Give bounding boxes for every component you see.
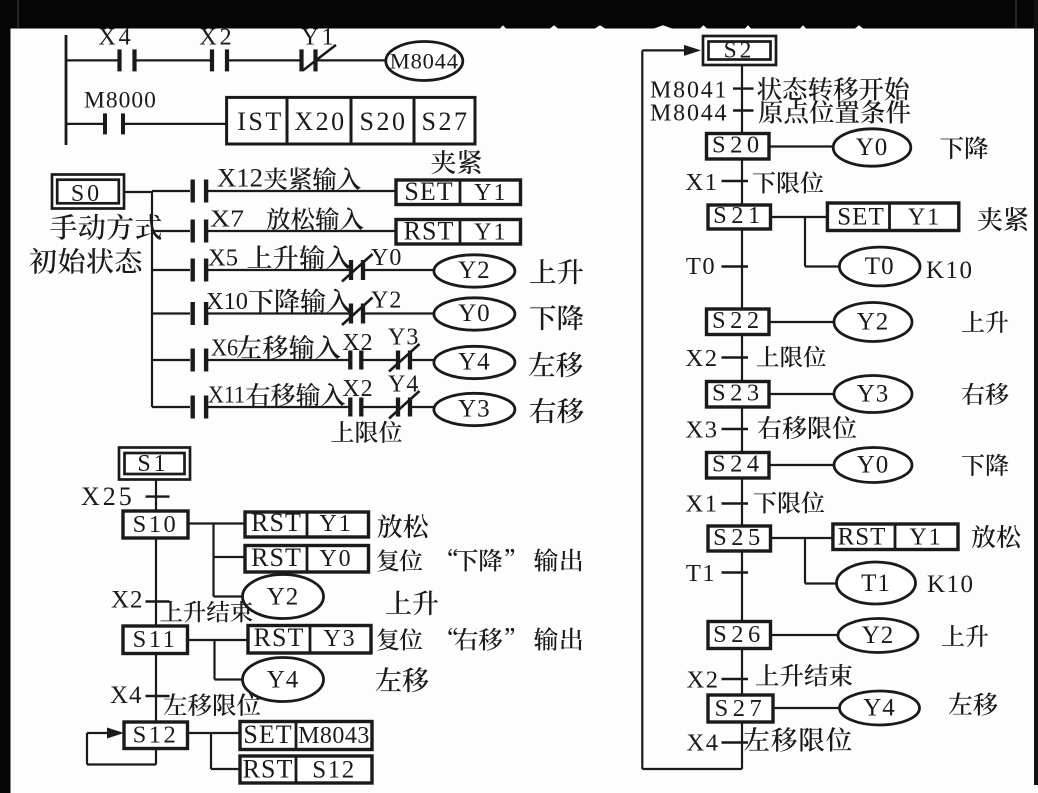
svg-text:S10: S10 (133, 511, 179, 538)
svg-text:X7: X7 (210, 207, 244, 233)
svg-text:K10: K10 (926, 257, 974, 284)
svg-text:X2: X2 (111, 587, 144, 614)
svg-text:S27: S27 (715, 695, 767, 722)
svg-text:Y4: Y4 (863, 695, 896, 722)
svg-text:Y2: Y2 (267, 584, 300, 611)
svg-text:S22: S22 (712, 307, 764, 334)
svg-text:X2: X2 (687, 667, 720, 694)
svg-text:Y1: Y1 (908, 205, 941, 231)
svg-text:S24: S24 (712, 451, 764, 478)
svg-text:Y2: Y2 (862, 622, 895, 649)
svg-text:Y4: Y4 (458, 349, 491, 376)
svg-text:X2: X2 (199, 25, 234, 51)
svg-text:Y4: Y4 (388, 372, 419, 398)
svg-text:X1: X1 (686, 491, 719, 518)
svg-text:Y2: Y2 (458, 257, 491, 284)
svg-text:X2: X2 (686, 345, 719, 372)
svg-text:T0: T0 (865, 253, 895, 280)
svg-text:X10: X10 (206, 288, 248, 315)
svg-text:X1: X1 (686, 169, 719, 196)
svg-text:RST: RST (251, 543, 302, 572)
svg-text:S12: S12 (312, 757, 355, 784)
svg-text:X4: X4 (687, 730, 720, 757)
svg-text:Y2: Y2 (857, 309, 890, 336)
svg-text:Y3: Y3 (388, 325, 419, 351)
svg-text:T1: T1 (686, 560, 716, 587)
svg-text:T0: T0 (686, 253, 716, 280)
svg-text:X12: X12 (217, 164, 263, 193)
svg-text:Y1: Y1 (474, 220, 507, 246)
svg-text:S26: S26 (713, 621, 765, 648)
svg-text:X6: X6 (211, 336, 238, 362)
svg-text:X2: X2 (342, 330, 373, 356)
svg-text:Y3: Y3 (458, 396, 491, 423)
svg-text:Y3: Y3 (857, 381, 890, 408)
svg-text:S12: S12 (133, 722, 179, 749)
svg-text:Y1: Y1 (301, 25, 336, 51)
svg-text:Y1: Y1 (909, 525, 942, 551)
svg-text:Y3: Y3 (323, 626, 356, 652)
svg-text:Y1: Y1 (474, 180, 507, 206)
svg-text:RST: RST (404, 217, 455, 246)
svg-text:X5: X5 (208, 246, 238, 272)
svg-text:S20: S20 (360, 107, 408, 136)
svg-text:M8044: M8044 (390, 49, 459, 74)
svg-text:S27: S27 (422, 107, 470, 136)
svg-text:Y2: Y2 (371, 288, 402, 314)
svg-text:M8044: M8044 (650, 101, 728, 127)
svg-text:SET: SET (837, 204, 884, 231)
svg-text:SET: SET (243, 720, 292, 749)
svg-text:T1: T1 (861, 570, 891, 597)
svg-text:Y0: Y0 (319, 546, 352, 572)
svg-text:S23: S23 (712, 380, 764, 407)
svg-text:S2: S2 (724, 38, 755, 64)
svg-text:M8000: M8000 (84, 88, 157, 114)
svg-text:IST: IST (237, 107, 284, 136)
svg-text:Y0: Y0 (856, 134, 889, 161)
svg-text:RST: RST (254, 623, 305, 652)
svg-text:S25: S25 (713, 524, 765, 551)
svg-text:Y0: Y0 (458, 300, 491, 327)
svg-text:S1: S1 (137, 451, 168, 477)
svg-text:Y0: Y0 (857, 452, 890, 479)
svg-text:RST: RST (243, 755, 294, 784)
svg-text:X4: X4 (98, 25, 133, 51)
svg-text:M8041: M8041 (650, 78, 728, 104)
svg-text:X11: X11 (208, 383, 245, 409)
svg-text:M8043: M8043 (298, 723, 370, 749)
svg-text:RST: RST (838, 524, 887, 551)
svg-text:X3: X3 (686, 417, 719, 444)
svg-text:S11: S11 (133, 626, 178, 653)
svg-text:Y0: Y0 (371, 245, 402, 271)
svg-text:RST: RST (251, 508, 302, 537)
svg-text:Y1: Y1 (319, 511, 352, 537)
svg-text:X25: X25 (81, 482, 135, 511)
svg-text:X2: X2 (342, 376, 373, 402)
svg-text:S21: S21 (713, 202, 765, 229)
svg-text:X4: X4 (110, 682, 143, 709)
svg-text:SET: SET (404, 177, 453, 206)
svg-text:Y4: Y4 (267, 667, 300, 694)
svg-text:K10: K10 (927, 571, 975, 598)
svg-text:X20: X20 (294, 107, 346, 136)
svg-text:S20: S20 (712, 132, 764, 159)
svg-text:S0: S0 (71, 181, 102, 207)
